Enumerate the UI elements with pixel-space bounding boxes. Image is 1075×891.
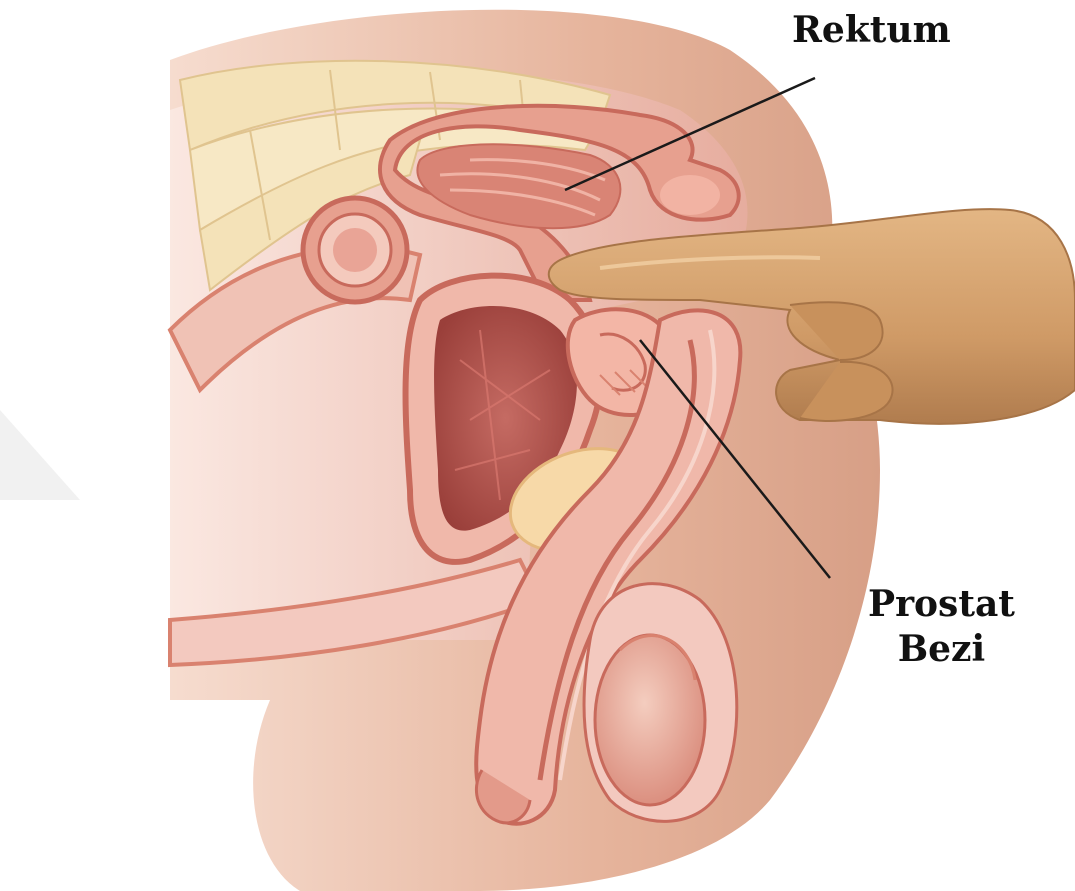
bowel-loop	[303, 198, 407, 302]
testis	[584, 584, 737, 822]
prostate-label-line1: Prostat	[868, 582, 1015, 627]
prostate-label-line2: Bezi	[868, 627, 1015, 672]
prostate-gland-label: Prostat Bezi	[868, 582, 1015, 672]
watermark-triangle-icon	[0, 410, 80, 500]
rectum-label: Rektum	[792, 8, 951, 53]
